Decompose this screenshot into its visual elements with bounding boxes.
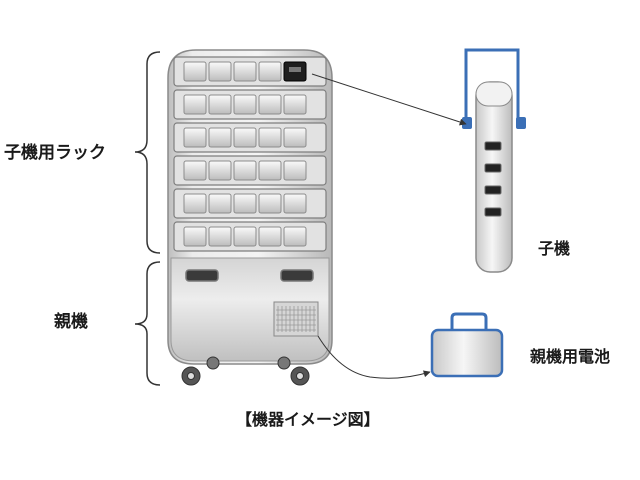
rack-slot xyxy=(233,127,257,148)
rack-slot xyxy=(258,127,282,148)
rack-label: 子機用ラック xyxy=(4,143,106,163)
rack-slot xyxy=(283,94,307,115)
parent-battery-label: 親機用電池 xyxy=(530,347,611,366)
rack-slot xyxy=(208,94,232,115)
child-unit-port xyxy=(484,141,502,151)
base-handle-right xyxy=(280,269,314,282)
child-unit-rack xyxy=(173,56,327,252)
rack-slot xyxy=(258,160,282,181)
rack-slot xyxy=(283,160,307,181)
rack-slot xyxy=(183,127,207,148)
child-unit-port xyxy=(484,185,502,195)
child-unit-ports xyxy=(484,141,502,217)
battery-handle xyxy=(450,312,488,334)
rack-slot xyxy=(183,94,207,115)
child-unit xyxy=(462,48,526,273)
rack-slot xyxy=(258,193,282,214)
child-unit-port xyxy=(484,207,502,217)
rack-slot xyxy=(233,193,257,214)
arrow-parent-to-battery xyxy=(317,335,431,379)
parent-battery xyxy=(430,312,504,378)
rack-brace xyxy=(134,51,161,254)
parent-unit xyxy=(167,49,333,386)
rack-slot xyxy=(183,160,207,181)
child-unit-port xyxy=(484,163,502,173)
rack-slot xyxy=(283,226,307,247)
rack-slot xyxy=(233,94,257,115)
rack-slot xyxy=(233,226,257,247)
rack-slot xyxy=(233,160,257,181)
rack-slot xyxy=(283,193,307,214)
rack-slot xyxy=(208,160,232,181)
base-handle-left xyxy=(185,269,219,282)
rack-slot xyxy=(183,193,207,214)
rack-slot xyxy=(183,61,207,82)
arrow-slot-to-child xyxy=(311,73,467,126)
rack-slot xyxy=(183,226,207,247)
vent-grille xyxy=(273,301,319,337)
rack-slot-inner xyxy=(289,67,301,72)
parent-unit-label: 親機 xyxy=(54,312,88,332)
child-unit-handle xyxy=(464,48,520,124)
rack-slot xyxy=(208,61,232,82)
caster-wheels xyxy=(181,356,310,386)
rack-slot xyxy=(258,94,282,115)
rack-slot xyxy=(208,193,232,214)
rack-slot xyxy=(258,226,282,247)
parent-unit-brace xyxy=(134,261,161,386)
rack-slot xyxy=(208,226,232,247)
rack-slot xyxy=(233,61,257,82)
rack-slot xyxy=(283,127,307,148)
rack-slot xyxy=(258,61,282,82)
child-unit-label: 子機 xyxy=(538,239,571,258)
figure-caption: 【機器イメージ図】 xyxy=(236,410,380,429)
rack-slot xyxy=(208,127,232,148)
